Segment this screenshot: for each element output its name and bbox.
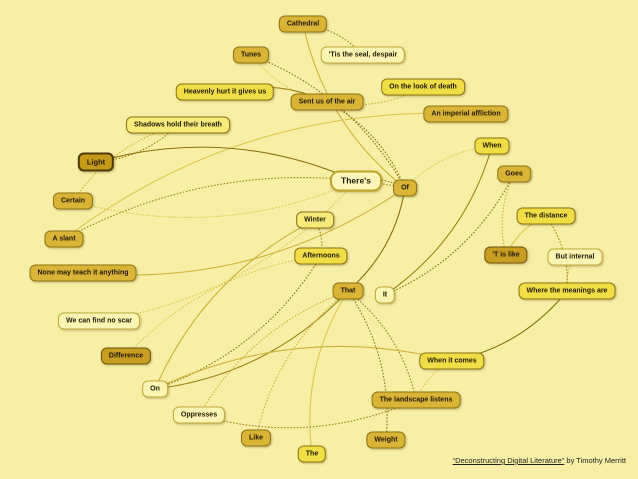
node-like[interactable]: Like (240, 429, 272, 447)
connector-line (72, 180, 357, 218)
connector-line (125, 255, 322, 357)
connector-line (154, 255, 322, 390)
credit-title-link[interactable]: “Deconstructing Digital Literature” (452, 456, 565, 465)
node-light[interactable]: Light (77, 152, 115, 172)
node-none-may-teach[interactable]: None may teach it anything (29, 264, 137, 282)
node-of[interactable]: Of (393, 179, 417, 197)
node-oppresses[interactable]: Oppresses (172, 406, 226, 424)
connector-line (198, 290, 349, 416)
node-heavenly-hurt[interactable]: Heavenly hurt it gives us (175, 83, 275, 101)
connector-line (326, 101, 406, 189)
connector-line (154, 290, 349, 390)
node-shadows[interactable]: Shadows hold their breath (126, 116, 230, 134)
node-on[interactable]: On (142, 380, 168, 398)
node-tis-like[interactable]: 'T is like (484, 246, 528, 264)
connector-line (384, 173, 515, 296)
connector-line (347, 187, 406, 292)
connector-line (154, 345, 453, 390)
node-tis-the-seal[interactable]: 'Tis the seal, despair (320, 46, 406, 64)
node-difference[interactable]: Difference (100, 347, 152, 365)
node-a-slant[interactable]: A slant (44, 230, 84, 248)
credit-line: “Deconstructing Digital Literature” by T… (453, 456, 626, 465)
connector-line (82, 187, 406, 276)
node-goes[interactable]: Goes (497, 165, 531, 183)
node-the-distance[interactable]: The distance (516, 207, 576, 225)
node-theres-center[interactable]: There's (330, 170, 382, 192)
connector-line (250, 54, 328, 103)
node-certain[interactable]: Certain (52, 192, 94, 210)
node-landscape-listens[interactable]: The landscape listens (371, 391, 461, 409)
connector-line (255, 290, 349, 439)
node-afternoons[interactable]: Afternoons (294, 247, 348, 265)
node-imperial-affliction[interactable]: An imperial affliction (423, 105, 509, 123)
connector-line (198, 399, 417, 429)
connector-line (95, 146, 357, 182)
node-when-it-comes[interactable]: When it comes (419, 352, 485, 370)
connector-line (309, 290, 349, 455)
node-cathedral[interactable]: Cathedral (278, 15, 328, 33)
connector-line (347, 290, 388, 441)
node-but-internal[interactable]: But internal (547, 248, 603, 266)
node-sent-us[interactable]: Sent us of the air (290, 93, 364, 111)
node-winter[interactable]: Winter (296, 211, 334, 229)
node-when[interactable]: When (474, 137, 510, 155)
credit-author: by Timothy Merritt (564, 456, 626, 465)
connector-line (451, 290, 568, 362)
node-that[interactable]: That (332, 282, 364, 300)
node-tunes[interactable]: Tunes (232, 46, 270, 64)
connector-line (154, 219, 316, 390)
connector-line (501, 173, 515, 256)
node-it[interactable]: It (374, 286, 396, 304)
node-the[interactable]: The (297, 445, 327, 463)
node-no-scar[interactable]: We can find no scar (58, 312, 140, 330)
connector-line (302, 23, 406, 189)
connector-line (95, 124, 179, 163)
connector-line (347, 290, 417, 401)
node-look-of-death[interactable]: On the look of death (381, 78, 465, 96)
connector-line (63, 112, 467, 240)
node-where-meanings[interactable]: Where the meanings are (518, 282, 616, 300)
node-weight[interactable]: Weight (366, 431, 406, 449)
connector-line (384, 145, 493, 296)
